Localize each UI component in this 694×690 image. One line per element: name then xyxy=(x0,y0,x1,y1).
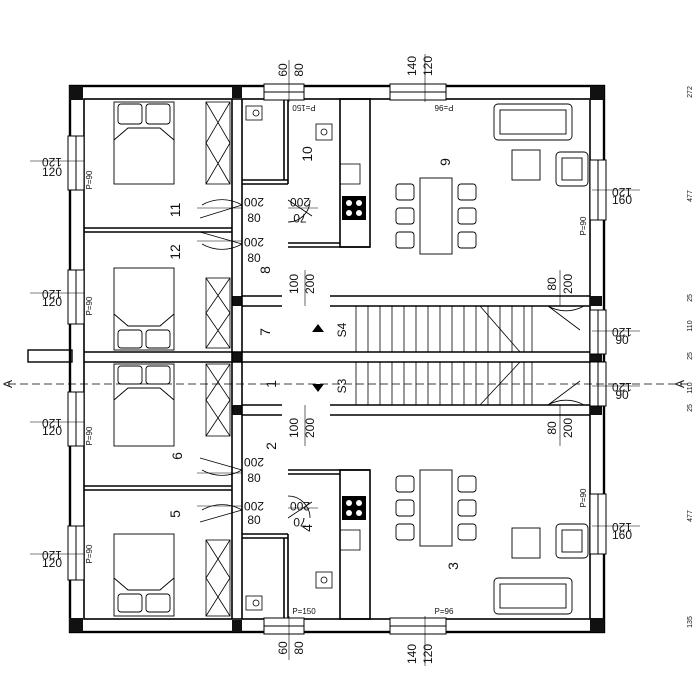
sill-p90-5: P=90 xyxy=(579,216,588,235)
sill-p90-4: P=90 xyxy=(85,544,94,563)
dimension-numbers: 60 80 140 120 60 80 140 120 120 120 120 … xyxy=(42,56,633,664)
doors xyxy=(199,199,585,523)
edge-25-c: 25 xyxy=(687,404,694,412)
dim-stair-200-d: 200 xyxy=(561,418,575,438)
edge-477-a: 477 xyxy=(687,190,694,202)
wardrobes xyxy=(205,101,231,617)
room-label-1: 1 xyxy=(263,380,279,388)
dim-right-160-a: 160 xyxy=(612,193,632,207)
dim-bottom-60: 60 xyxy=(276,641,290,655)
room-label-5: 5 xyxy=(167,510,183,518)
dim-top-120: 120 xyxy=(421,56,435,76)
dim-stair-100-a: 100 xyxy=(287,274,301,294)
section-mark-left: A xyxy=(1,380,15,388)
dim-right-120-d: 120 xyxy=(612,520,632,534)
stair-label-s4: S4 xyxy=(335,322,349,337)
sill-p90-1: P=90 xyxy=(85,170,94,189)
sill-p90-2: P=90 xyxy=(85,296,94,315)
edge-110-a: 110 xyxy=(687,320,694,331)
edge-110-b: 110 xyxy=(687,382,694,393)
sill-p96-bottom: P=96 xyxy=(435,607,454,616)
room-label-9: 9 xyxy=(437,158,453,166)
dim-stair-200-c: 200 xyxy=(561,274,575,294)
beds xyxy=(113,101,175,617)
room-label-8: 8 xyxy=(257,266,273,274)
room-label-11: 11 xyxy=(167,203,183,218)
room-label-4: 4 xyxy=(299,524,315,532)
structural-columns xyxy=(69,86,604,632)
dimension-lines xyxy=(30,54,640,666)
stairs xyxy=(355,305,533,406)
dim-right-90-b: 90 xyxy=(615,388,629,402)
edge-477-b: 477 xyxy=(687,510,694,522)
section-marks: A A xyxy=(1,380,687,388)
dim-top-60: 60 xyxy=(276,63,290,77)
stair-label-s3: S3 xyxy=(335,378,349,393)
dim-door-80-d: 80 xyxy=(247,513,261,527)
dim-door-200-d: 200 xyxy=(244,455,264,469)
dim-left-120-h: 120 xyxy=(42,556,62,570)
stair-labels: S4 S3 xyxy=(335,322,349,393)
edge-135: 135 xyxy=(687,616,694,628)
dim-stair-80-b: 80 xyxy=(545,421,559,435)
dim-door-80-a: 80 xyxy=(247,211,261,225)
dim-door-70-a: 70 xyxy=(293,211,307,225)
room-label-7: 7 xyxy=(257,328,273,336)
edge-25-b: 25 xyxy=(687,352,694,360)
dim-left-120-b: 120 xyxy=(42,165,62,179)
edge-25-a: 25 xyxy=(687,294,694,302)
sill-p96-top: P=96 xyxy=(434,103,453,112)
interior-walls xyxy=(84,98,604,620)
dim-left-120-a: 120 xyxy=(42,155,62,169)
dim-door-200-e: 200 xyxy=(244,499,264,513)
stair-arrows xyxy=(312,324,324,392)
sill-p150-bottom: P=150 xyxy=(292,607,316,616)
windows xyxy=(67,83,607,635)
edge-272: 272 xyxy=(687,86,694,98)
dim-stair-80-a: 80 xyxy=(545,277,559,291)
dim-stair-200-b: 200 xyxy=(303,418,317,438)
room-label-12: 12 xyxy=(167,244,183,260)
sill-height-notes: P=90 P=90 P=90 P=90 P=90 P=90 P=150 P=96… xyxy=(85,103,588,616)
dim-stair-100-b: 100 xyxy=(287,418,301,438)
dim-door-80-c: 80 xyxy=(247,471,261,485)
dim-right-120-b: 120 xyxy=(612,325,632,339)
dim-bottom-140: 140 xyxy=(405,644,419,664)
dim-left-120-c: 120 xyxy=(42,287,62,301)
room-labels: 1 2 3 4 5 6 7 8 9 10 11 12 xyxy=(167,146,461,570)
bathroom-fixtures xyxy=(245,105,361,611)
dim-right-120-c: 120 xyxy=(612,380,632,394)
dim-door-80-b: 80 xyxy=(247,251,261,265)
dim-bottom-80: 80 xyxy=(292,641,306,655)
section-mark-right: A xyxy=(673,380,687,388)
dim-bottom-120: 120 xyxy=(421,644,435,664)
dim-door-200-b: 200 xyxy=(244,235,264,249)
dim-door-200-c: 200 xyxy=(290,195,310,209)
dim-door-200-a: 200 xyxy=(244,195,264,209)
sill-p90-6: P=90 xyxy=(579,488,588,507)
edge-numbers: 272 477 25 110 25 25 110 477 135 xyxy=(687,86,694,628)
dim-left-120-d: 120 xyxy=(42,295,62,309)
dim-right-160-b: 160 xyxy=(612,528,632,542)
dim-door-70-b: 70 xyxy=(293,515,307,529)
dim-door-200-f: 200 xyxy=(290,499,310,513)
dim-right-120-a: 120 xyxy=(612,185,632,199)
cooktops xyxy=(342,196,366,520)
dim-left-120-g: 120 xyxy=(42,548,62,562)
room-label-2: 2 xyxy=(263,442,279,450)
dim-top-80: 80 xyxy=(292,63,306,77)
sill-p150-top: P=150 xyxy=(292,103,316,112)
dining-living-furniture xyxy=(395,103,589,615)
dim-left-120-e: 120 xyxy=(42,416,62,430)
sill-p90-3: P=90 xyxy=(85,426,94,445)
dim-stair-200-a: 200 xyxy=(303,274,317,294)
dim-left-120-f: 120 xyxy=(42,424,62,438)
dim-top-140: 140 xyxy=(405,56,419,76)
dim-right-90-a: 90 xyxy=(615,333,629,347)
room-label-10: 10 xyxy=(299,146,315,162)
room-label-6: 6 xyxy=(169,452,185,460)
room-label-3: 3 xyxy=(445,562,461,570)
